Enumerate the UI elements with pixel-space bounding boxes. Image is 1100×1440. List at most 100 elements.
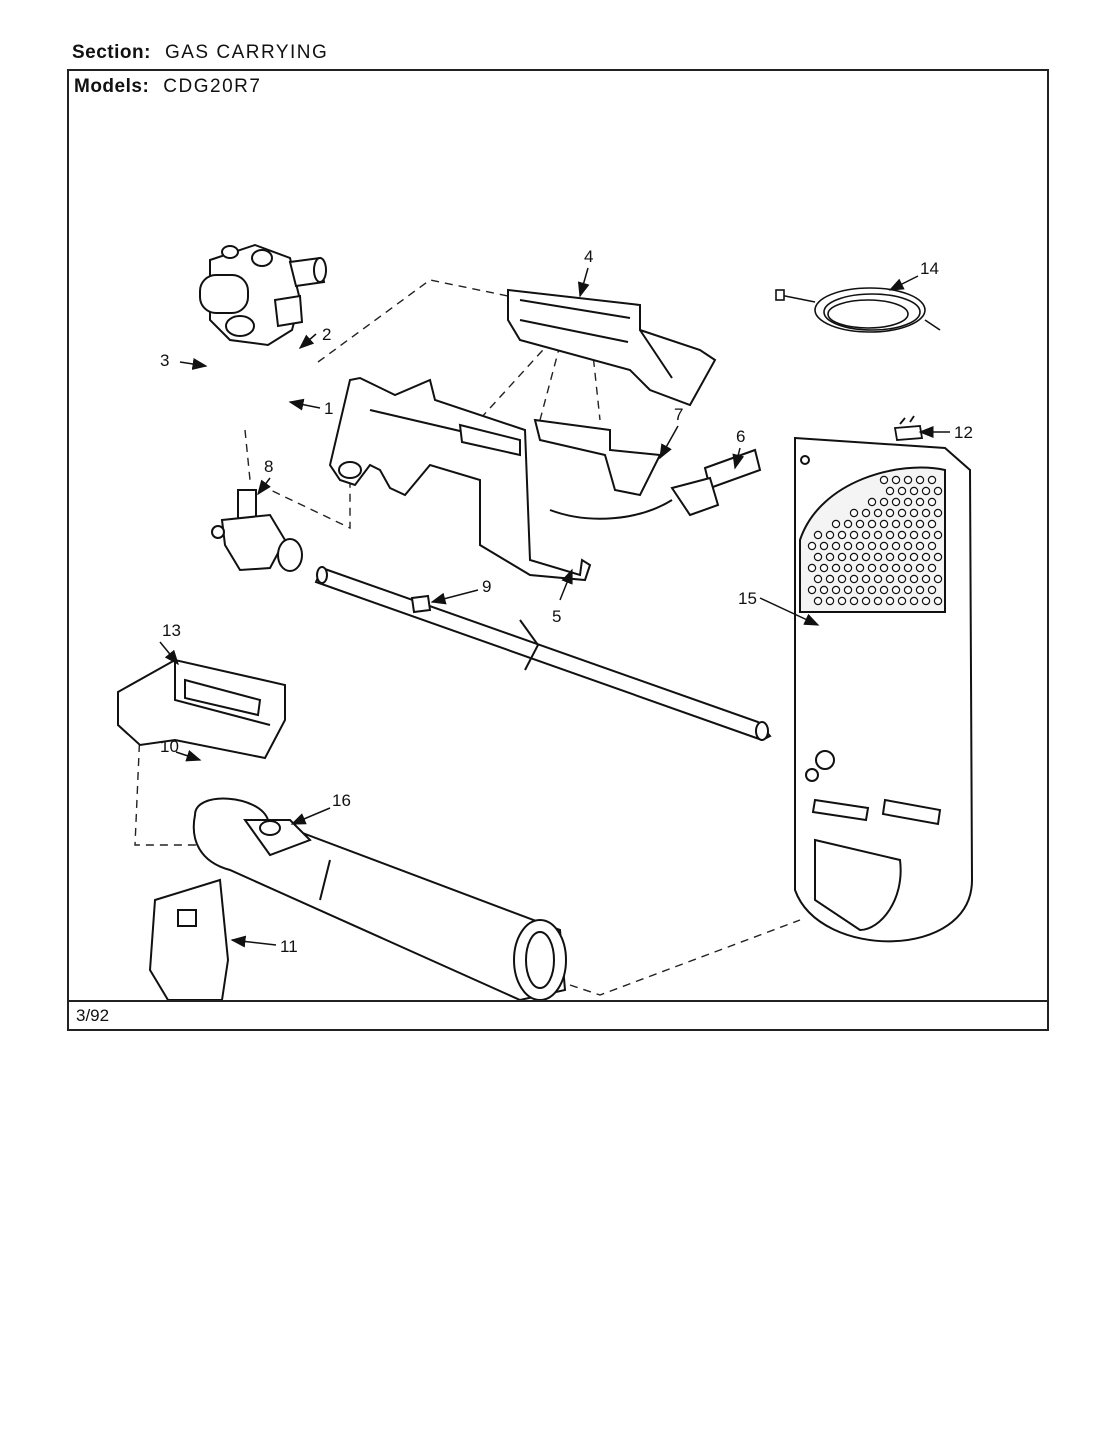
perforation-hole (873, 530, 883, 540)
burner-tube (192, 797, 567, 1000)
callout-6: 6 (736, 427, 745, 446)
perforation-hole (843, 585, 853, 595)
perforation-hole (897, 574, 907, 584)
section-value: GAS CARRYING (164, 42, 329, 63)
valve-cover-bracket (117, 658, 286, 760)
perforation-hole (879, 585, 889, 595)
perforation-hole (885, 574, 895, 584)
section-line: Section: GAS CARRYING (72, 42, 328, 64)
mounting-bracket (328, 376, 592, 582)
perforation-hole (921, 552, 931, 562)
perforation-hole (813, 574, 823, 584)
perforation-hole (879, 475, 889, 485)
perforation-hole (921, 508, 931, 518)
small-bracket-plate (533, 418, 662, 497)
perforation-hole (819, 585, 829, 595)
perforation-hole (879, 497, 889, 507)
perforation-hole (813, 552, 823, 562)
callout-5: 5 (552, 607, 561, 626)
burner-support (148, 878, 230, 1000)
perforation-hole (909, 574, 919, 584)
models-label: Models: (74, 76, 150, 97)
callout-4: 4 (584, 247, 593, 266)
perforation-hole (855, 563, 865, 573)
callout-14: 14 (920, 259, 939, 278)
callout-2: 2 (322, 325, 331, 344)
perforation-hole (867, 541, 877, 551)
perforation-hole (819, 563, 829, 573)
perforation-hole (927, 541, 937, 551)
perforation-hole (885, 552, 895, 562)
exploded-parts-diagram: 2 3 1 4 5 6 7 8 9 10 11 12 13 14 15 16 (117, 243, 974, 1000)
perforation-hole (927, 519, 937, 529)
perforation-hole (849, 574, 859, 584)
callout-9: 9 (482, 577, 491, 596)
perforation-hole (885, 596, 895, 606)
perforation-hole (879, 541, 889, 551)
perforation-hole (837, 574, 847, 584)
perforation-hole (861, 574, 871, 584)
perforation-hole (921, 486, 931, 496)
footer-divider (67, 1000, 1049, 1002)
models-line: Models:CDG20R7 (74, 76, 261, 98)
perforation-hole (921, 574, 931, 584)
perforation-hole (861, 508, 871, 518)
perforation-hole (861, 530, 871, 540)
burner-bracket (507, 288, 717, 407)
perforation-hole (867, 585, 877, 595)
perforation-hole (909, 486, 919, 496)
perforation-hole (837, 596, 847, 606)
perforation-hole (843, 519, 853, 529)
housing-perforations (807, 475, 943, 606)
perforation-hole (891, 585, 901, 595)
callout-1: 1 (324, 399, 333, 418)
perforation-hole (885, 486, 895, 496)
section-label: Section: (72, 42, 151, 63)
callout-10: 10 (160, 737, 179, 756)
perforation-hole (933, 486, 943, 496)
callout-leaders (159, 267, 950, 948)
perforation-hole (873, 508, 883, 518)
callout-12: 12 (954, 423, 973, 442)
wire-harness (775, 287, 941, 333)
perforation-hole (855, 519, 865, 529)
perforation-hole (831, 563, 841, 573)
perforation-hole (873, 552, 883, 562)
perforation-hole (927, 585, 937, 595)
perforation-hole (825, 574, 835, 584)
perforation-hole (867, 497, 877, 507)
perforation-hole (831, 585, 841, 595)
perforation-hole (927, 497, 937, 507)
perforation-hole (849, 508, 859, 518)
perforation-hole (873, 574, 883, 584)
perforation-hole (891, 497, 901, 507)
perforation-hole (891, 519, 901, 529)
perforation-hole (861, 596, 871, 606)
perforation-hole (885, 530, 895, 540)
assembly-guide-lines (134, 279, 801, 996)
perforation-hole (927, 475, 937, 485)
perforation-hole (885, 508, 895, 518)
perforation-hole (855, 585, 865, 595)
perforation-hole (915, 541, 925, 551)
date-code: 3/92 (76, 1006, 110, 1025)
perforation-hole (909, 508, 919, 518)
perforation-hole (891, 563, 901, 573)
perforation-hole (837, 552, 847, 562)
perforation-hole (915, 497, 925, 507)
valve-fitting (211, 489, 303, 572)
perforation-hole (903, 563, 913, 573)
callout-3: 3 (160, 351, 169, 370)
perforation-hole (897, 596, 907, 606)
callout-13: 13 (162, 621, 181, 640)
perforation-hole (825, 530, 835, 540)
gas-valve-assembly (199, 243, 327, 347)
perforation-hole (915, 519, 925, 529)
perforation-hole (879, 563, 889, 573)
perforation-hole (915, 585, 925, 595)
perforation-hole (879, 519, 889, 529)
perforation-hole (903, 519, 913, 529)
perforation-hole (897, 552, 907, 562)
perforation-hole (933, 596, 943, 606)
perforation-hole (897, 530, 907, 540)
